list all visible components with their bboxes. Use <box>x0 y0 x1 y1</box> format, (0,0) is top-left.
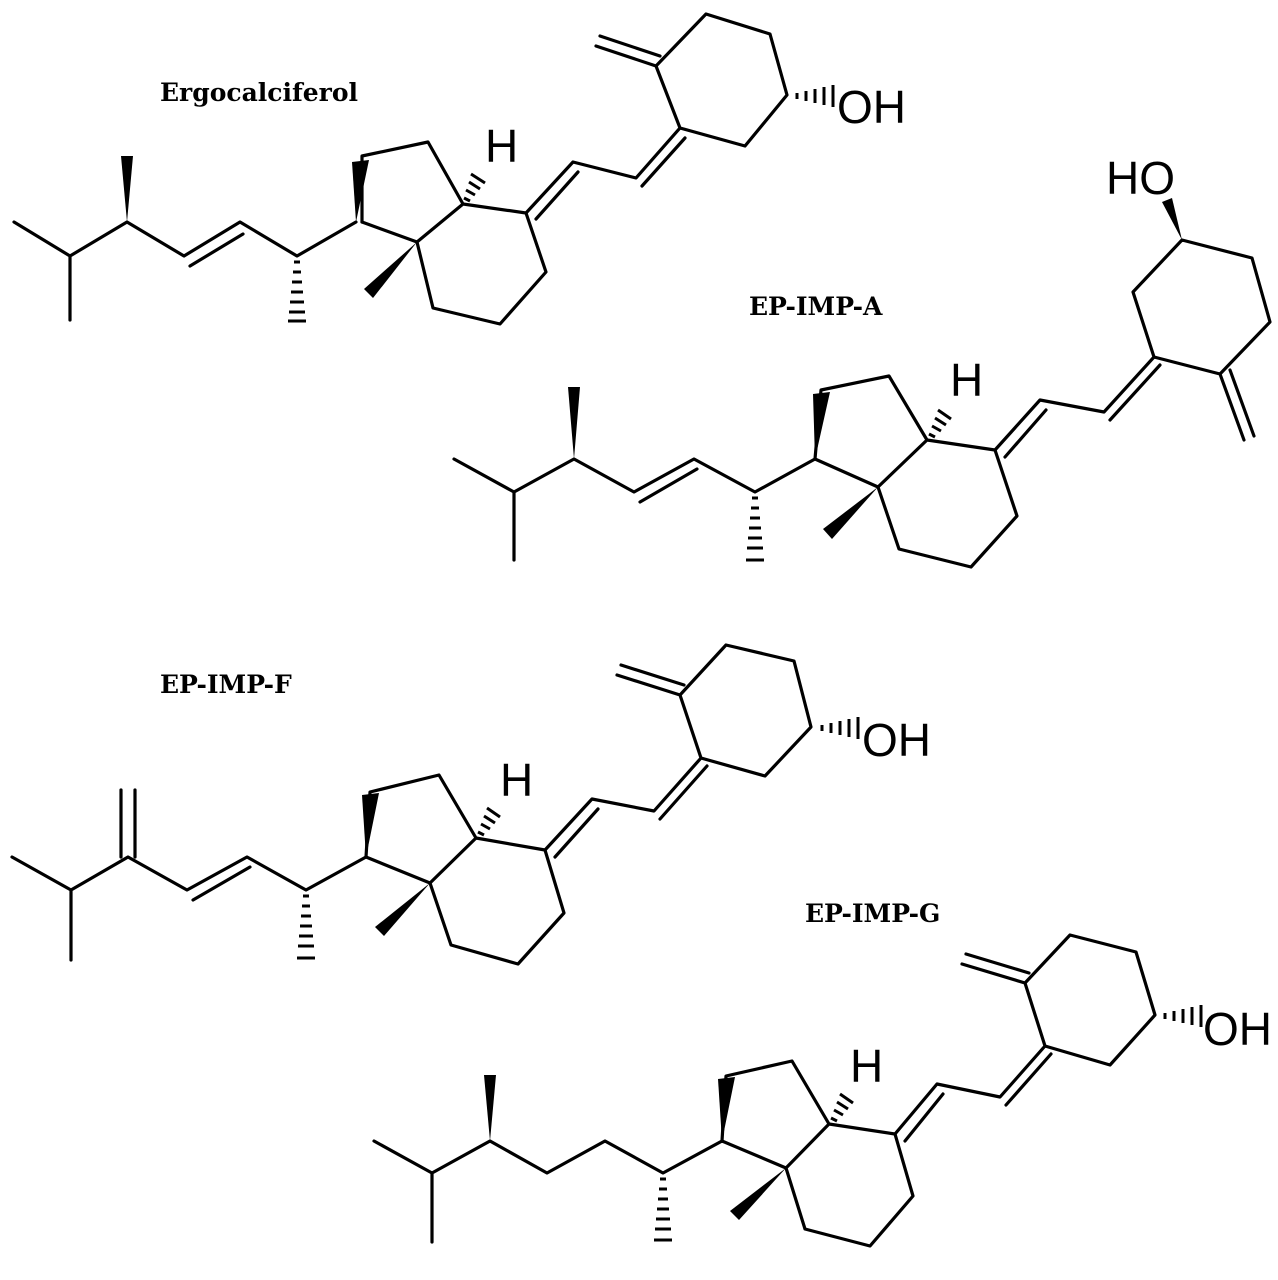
methyl-hash <box>288 260 306 323</box>
ring-h-label: H <box>485 120 518 172</box>
hydroxyl-label: OH <box>1203 1003 1272 1055</box>
molecule-ep-imp-a: EP-IMP-A H HO <box>452 152 1272 569</box>
hydroxyl-hash <box>795 85 835 107</box>
triene-bonds <box>893 933 1157 1143</box>
side-chain-bonds <box>372 1139 788 1244</box>
compound-name-ep-imp-g: EP-IMP-G <box>805 899 940 928</box>
ring-h-hash <box>830 1092 854 1123</box>
hydroxyl-wedge <box>1162 198 1182 240</box>
hydroxyl-hash <box>1163 1005 1203 1027</box>
angular-methyl-wedge <box>375 883 430 936</box>
methyl-wedge <box>568 387 580 459</box>
ring-junction-wedge <box>813 392 830 459</box>
hydroxyl-label: OH <box>862 714 931 766</box>
side-chain-bonds <box>12 220 419 322</box>
molecule-ep-imp-f: EP-IMP-F H OH <box>10 643 931 966</box>
hydroxyl-label: OH <box>837 81 906 133</box>
triene-bonds <box>524 12 789 221</box>
molecule-ep-imp-g: EP-IMP-G H OH <box>372 899 1272 1248</box>
molecule-ergocalciferol: Ergocalciferol H <box>12 12 906 326</box>
hydroxyl-hash <box>820 717 860 739</box>
ring-h-label: H <box>850 1040 883 1092</box>
ring-h-label: H <box>500 754 533 806</box>
angular-methyl-wedge <box>364 242 417 298</box>
side-chain-bonds <box>10 788 432 962</box>
triene-bonds <box>993 238 1272 459</box>
ring-junction-wedge <box>718 1077 735 1141</box>
angular-methyl-wedge <box>823 487 878 539</box>
hydroxyl-label: HO <box>1106 152 1175 204</box>
ring-h-label: H <box>950 354 983 406</box>
methyl-wedge <box>121 156 133 222</box>
ring-h-hash <box>477 806 501 837</box>
ring-h-hash <box>928 408 952 439</box>
methyl-hash <box>654 1177 672 1242</box>
ring-h-hash <box>463 172 486 203</box>
ring-junction-wedge <box>352 160 369 222</box>
methyl-hash <box>297 894 315 960</box>
methyl-wedge <box>484 1075 496 1141</box>
compound-name-ergocalciferol: Ergocalciferol <box>160 78 358 107</box>
ring-junction-wedge <box>362 793 379 857</box>
triene-bonds <box>543 643 813 859</box>
methyl-hash <box>746 496 764 562</box>
side-chain-bonds <box>452 457 880 562</box>
compound-name-ep-imp-f: EP-IMP-F <box>160 670 292 699</box>
compound-name-ep-imp-a: EP-IMP-A <box>749 292 883 321</box>
angular-methyl-wedge <box>730 1168 786 1220</box>
